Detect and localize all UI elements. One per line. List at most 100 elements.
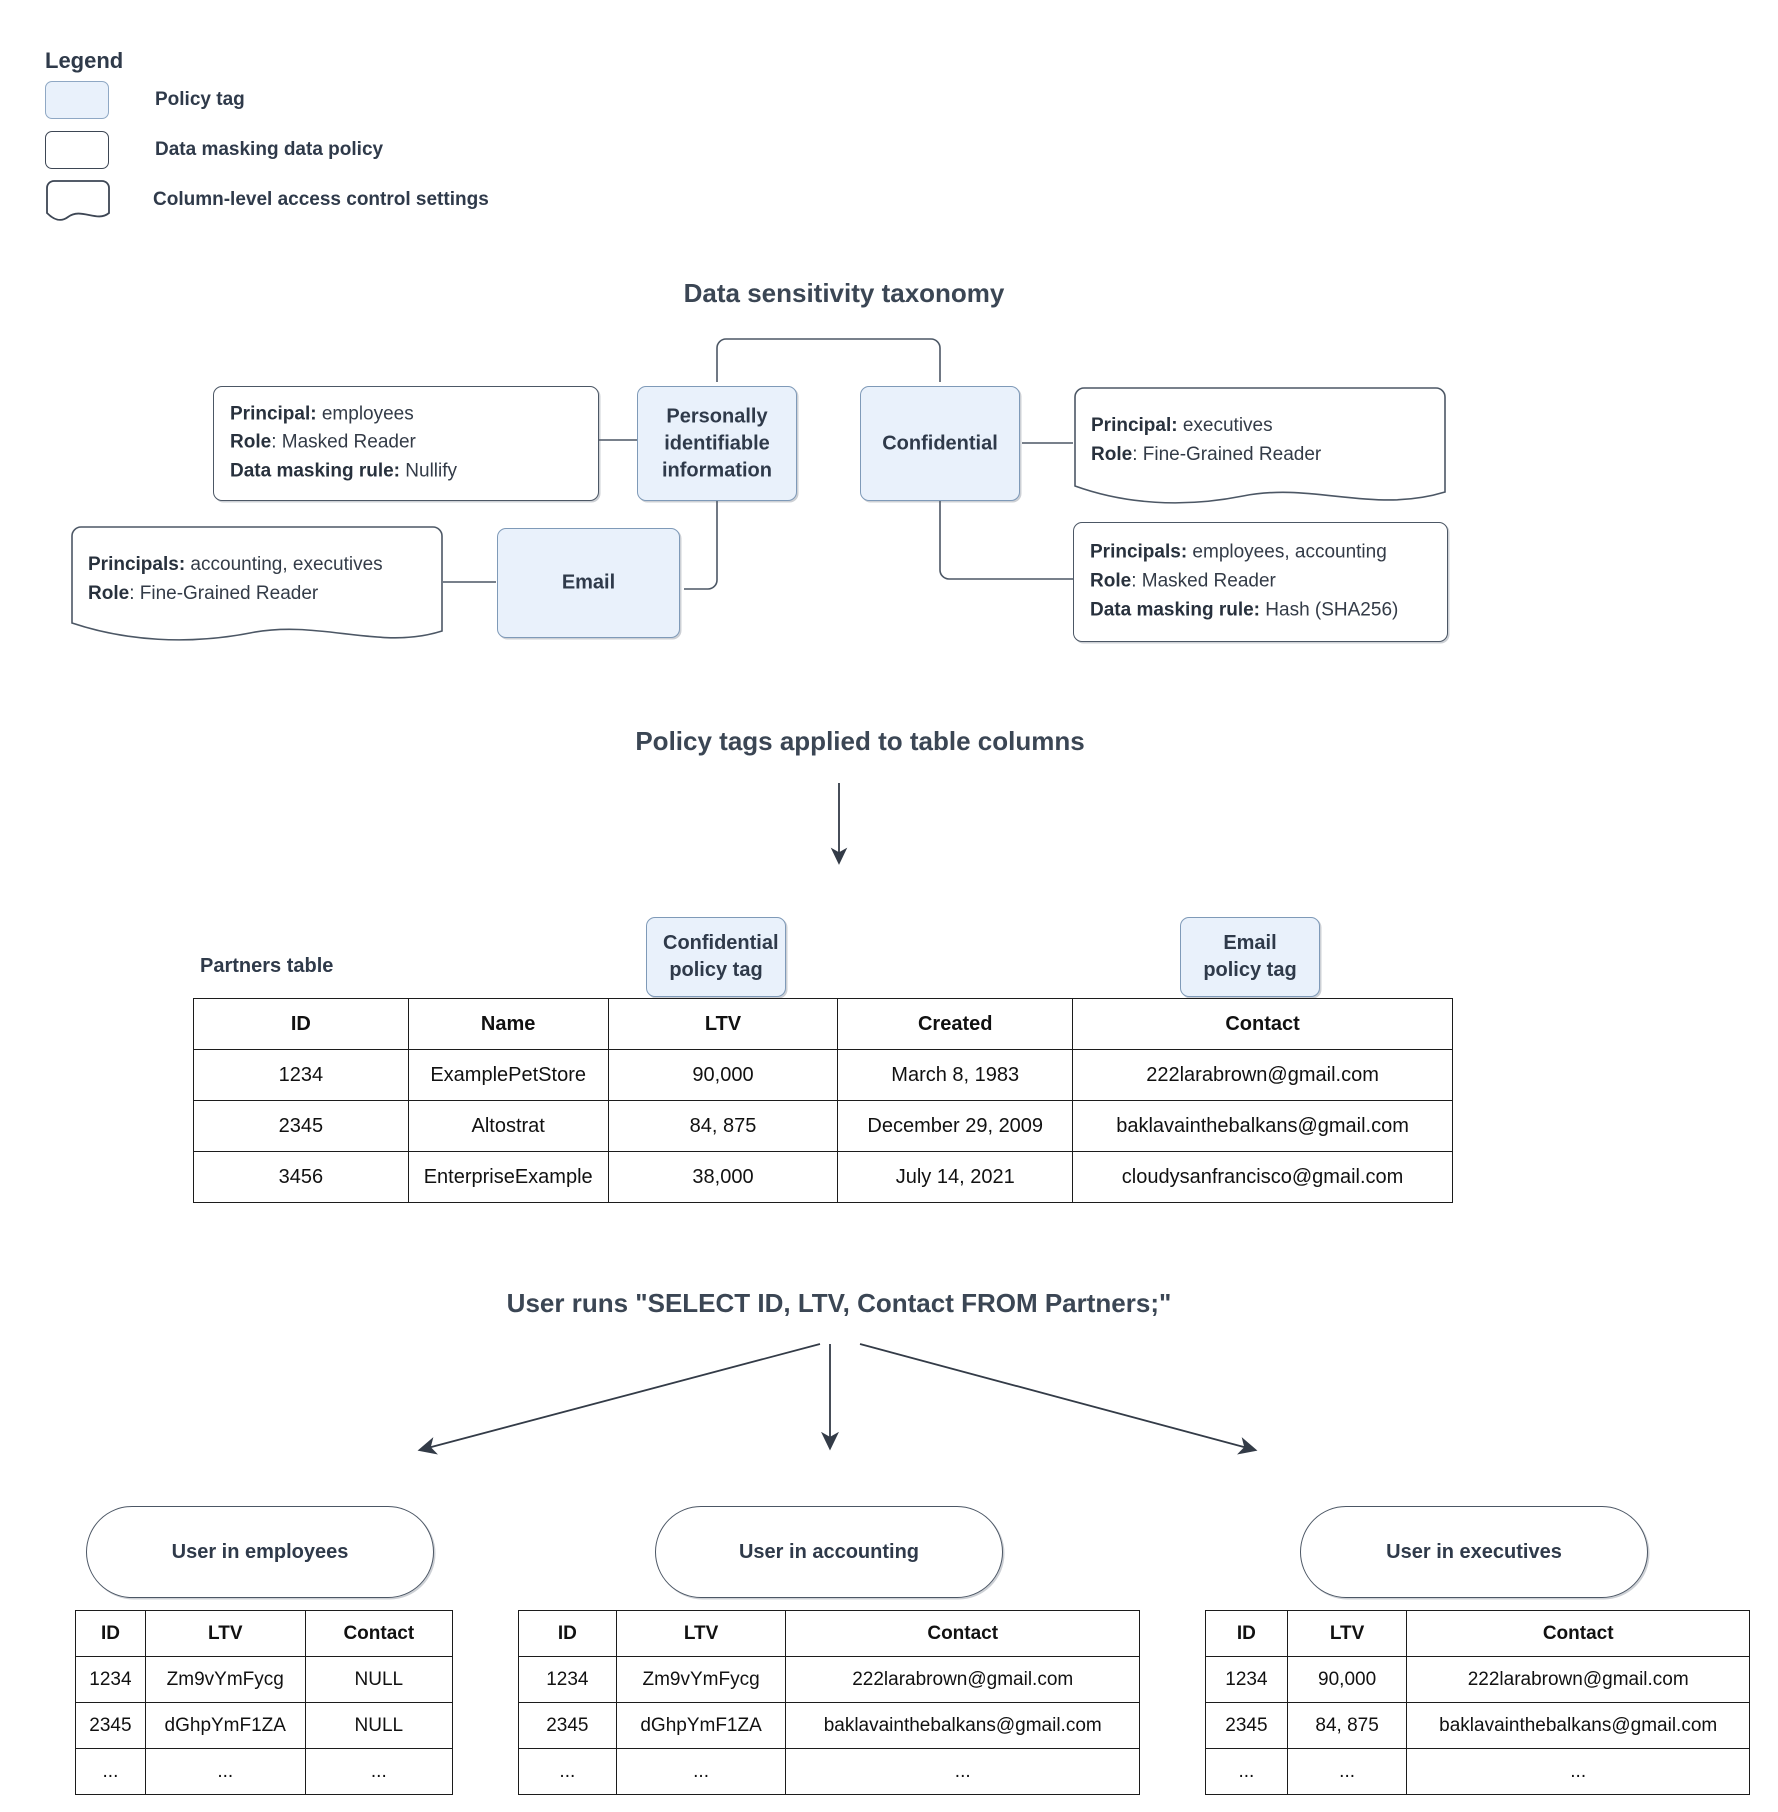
legend-item-policy-tag: Policy tag: [45, 76, 489, 124]
confidential-masking-rule: Data masking rule: Hash (SHA256): [1090, 599, 1399, 621]
policy-tag-email[interactable]: Email: [497, 528, 680, 638]
email-column-tag-line2: policy tag: [1203, 959, 1297, 981]
table-cell: ...: [1205, 1748, 1288, 1795]
table-cell: NULL: [304, 1702, 454, 1749]
table-cell: 2345: [518, 1702, 617, 1749]
table-cell: ...: [144, 1748, 306, 1795]
persona-label: User in executives: [1386, 1540, 1562, 1563]
confidential-column-tag-line1: Confidential: [663, 932, 779, 954]
table-cell: cloudysanfrancisco@gmail.com: [1072, 1151, 1453, 1203]
legend-item-label: Policy tag: [155, 89, 245, 110]
table-cell: Zm9vYmFycg: [144, 1656, 306, 1703]
table-cell: 90,000: [1286, 1656, 1408, 1703]
email-column-tag-line1: Email: [1223, 932, 1277, 954]
table-cell: Zm9vYmFycg: [615, 1656, 787, 1703]
legend: Legend Policy tag Data masking data poli…: [45, 48, 489, 224]
table-cell: 222larabrown@gmail.com: [785, 1656, 1140, 1703]
column-header: Contact: [1072, 998, 1453, 1050]
table-cell: baklavainthebalkans@gmail.com: [1072, 1100, 1453, 1152]
legend-title: Legend: [45, 48, 124, 73]
column-header: Created: [837, 998, 1074, 1050]
table-cell: ...: [615, 1748, 787, 1795]
legend-item-column-access-control: Column-level access control settings: [45, 176, 489, 224]
confidential-masking-role: Role: Masked Reader: [1090, 570, 1276, 592]
table-cell: EnterpriseExample: [407, 1151, 609, 1203]
column-policy-tag-email[interactable]: Email policy tag: [1180, 917, 1320, 997]
table-cell: baklavainthebalkans@gmail.com: [785, 1702, 1140, 1749]
column-header: LTV: [1286, 1610, 1408, 1657]
table-cell: March 8, 1983: [837, 1049, 1074, 1101]
persona-label: User in accounting: [738, 1540, 920, 1563]
column-policy-tag-confidential[interactable]: Confidential policy tag: [646, 917, 786, 997]
pii-data-masking-policy-box: Principal: employees Role: Masked Reader…: [213, 386, 599, 501]
policy-tag-pii[interactable]: Personally identifiable information: [637, 386, 797, 501]
confidential-access-role: Role: Fine-Grained Reader: [1091, 443, 1322, 465]
applied-heading: Policy tags applied to table columns: [635, 726, 1085, 756]
table-cell: 1234: [1205, 1656, 1288, 1703]
email-access-principal: Principals: accounting, executives: [88, 554, 383, 575]
table-cell: dGhpYmF1ZA: [144, 1702, 306, 1749]
table-cell: December 29, 2009: [837, 1100, 1074, 1152]
table-cell: 2345: [1205, 1702, 1288, 1749]
table-cell: ...: [518, 1748, 617, 1795]
table-cell: 1234: [193, 1049, 409, 1101]
pii-policy-masking-rule: Data masking rule: Nullify: [230, 460, 458, 482]
table-cell: Altostrat: [407, 1100, 609, 1152]
table-cell: ...: [785, 1748, 1140, 1795]
table-cell: ...: [1286, 1748, 1408, 1795]
table-cell: ...: [75, 1748, 146, 1795]
column-header: ID: [1205, 1610, 1288, 1657]
table-cell: 1234: [75, 1656, 146, 1703]
table-cell: ExamplePetStore: [407, 1049, 609, 1101]
column-access-swatch-icon: [45, 179, 111, 221]
table-cell: ...: [1406, 1748, 1750, 1795]
email-column-access-control-box: Principals: accounting, executives Role:…: [70, 525, 445, 645]
pii-tag-line1: Personally: [666, 405, 768, 427]
confidential-masking-principals: Principals: employees, accounting: [1090, 541, 1387, 563]
table-cell: baklavainthebalkans@gmail.com: [1406, 1702, 1750, 1749]
table-cell: dGhpYmF1ZA: [615, 1702, 787, 1749]
confidential-column-tag-line2: policy tag: [669, 959, 763, 981]
column-header: LTV: [144, 1610, 306, 1657]
column-header: Name: [407, 998, 609, 1050]
legend-item-label: Data masking data policy: [155, 139, 384, 160]
table-cell: 222larabrown@gmail.com: [1072, 1049, 1453, 1101]
confidential-column-access-control-box: Principal: executives Role: Fine-Grained…: [1073, 386, 1448, 506]
column-header: Contact: [785, 1610, 1140, 1657]
policy-tag-swatch-icon: [45, 81, 109, 119]
table-cell: 84, 875: [607, 1100, 839, 1152]
taxonomy-heading: Data sensitivity taxonomy: [683, 278, 1005, 308]
query-heading: User runs "SELECT ID, LTV, Contact FROM …: [506, 1288, 1172, 1318]
table-cell: NULL: [304, 1656, 454, 1703]
legend-item-data-masking-policy: Data masking data policy: [45, 126, 489, 174]
column-header: Contact: [304, 1610, 454, 1657]
column-header: ID: [75, 1610, 146, 1657]
column-header: LTV: [615, 1610, 787, 1657]
email-access-role: Role: Fine-Grained Reader: [88, 582, 319, 604]
table-row: .........: [1205, 1748, 1750, 1795]
policy-tag-confidential[interactable]: Confidential: [860, 386, 1020, 501]
column-header: ID: [193, 998, 409, 1050]
table-cell: 90,000: [607, 1049, 839, 1101]
confidential-access-principal: Principal: executives: [1091, 415, 1273, 436]
persona-accounting: User in accounting: [655, 1506, 1003, 1598]
column-header: ID: [518, 1610, 617, 1657]
table-cell: 222larabrown@gmail.com: [1406, 1656, 1750, 1703]
table-cell: July 14, 2021: [837, 1151, 1074, 1203]
persona-executives: User in executives: [1300, 1506, 1648, 1598]
